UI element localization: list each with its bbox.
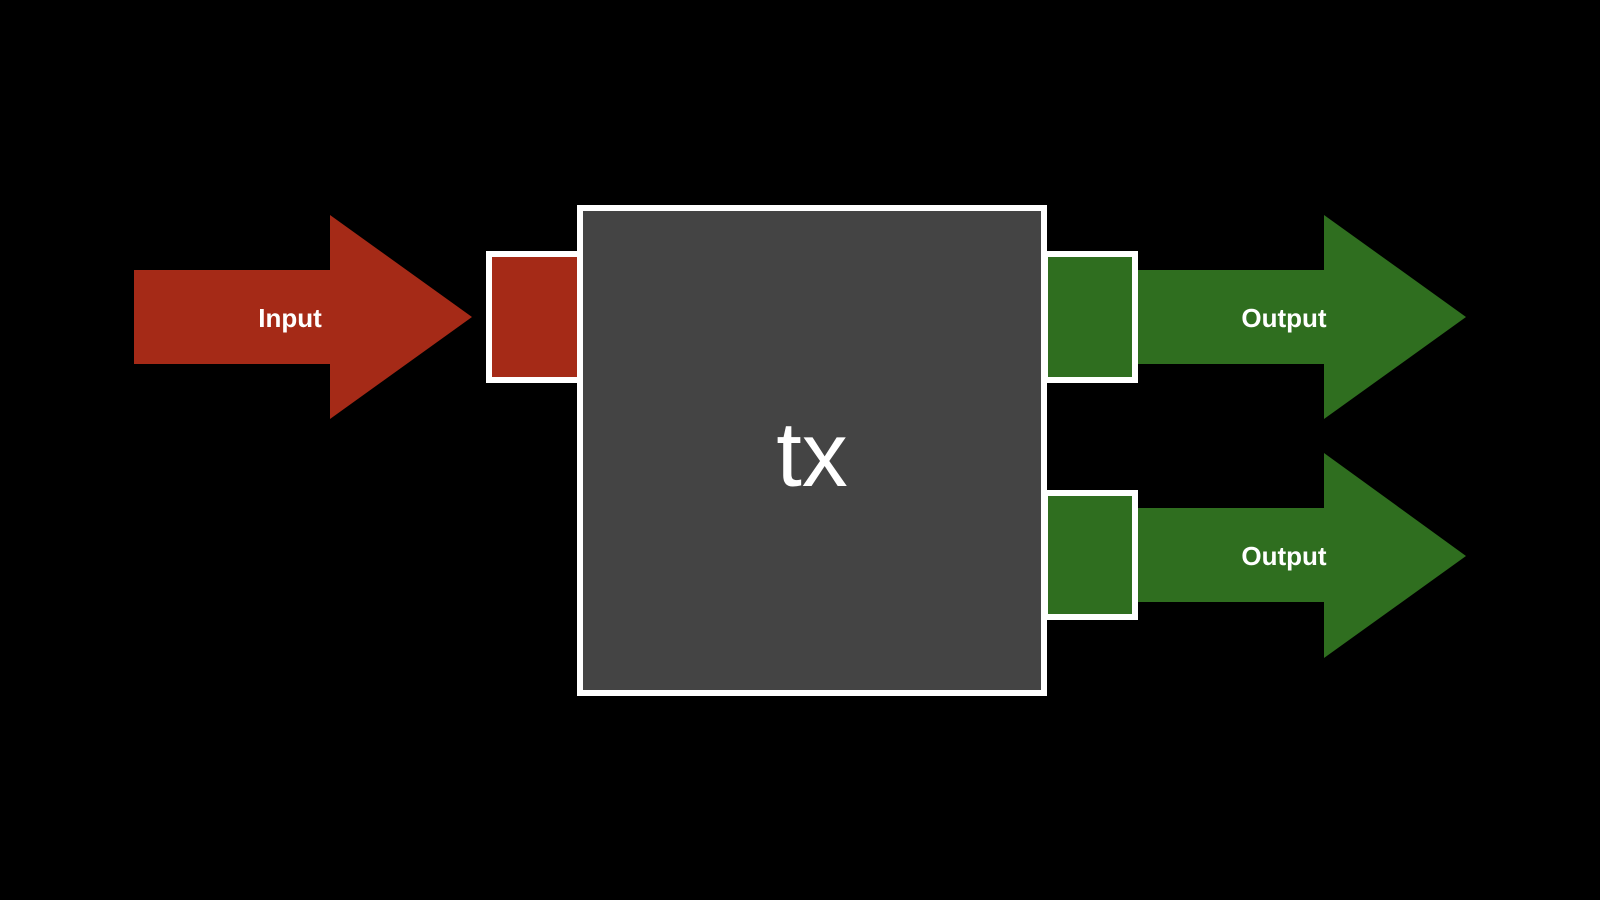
- input-arrow-group: Input: [134, 215, 472, 419]
- output-arrow-2-group: Output: [1138, 453, 1466, 658]
- transaction-box: [577, 205, 1047, 696]
- output-port-2: [1042, 490, 1138, 620]
- output-arrow-1: [1138, 215, 1466, 419]
- input-arrow: [134, 215, 472, 419]
- output-arrow-2-label: Output: [1241, 541, 1327, 571]
- input-arrow-label: Input: [258, 303, 322, 333]
- output-port-1: [1042, 251, 1138, 383]
- input-port: [486, 251, 584, 383]
- output-arrow-1-group: Output: [1138, 215, 1466, 419]
- transaction-box-group: tx: [577, 205, 1047, 696]
- output-arrow-2: [1138, 453, 1466, 658]
- output-arrow-1-label: Output: [1241, 303, 1327, 333]
- transaction-label: tx: [776, 404, 848, 506]
